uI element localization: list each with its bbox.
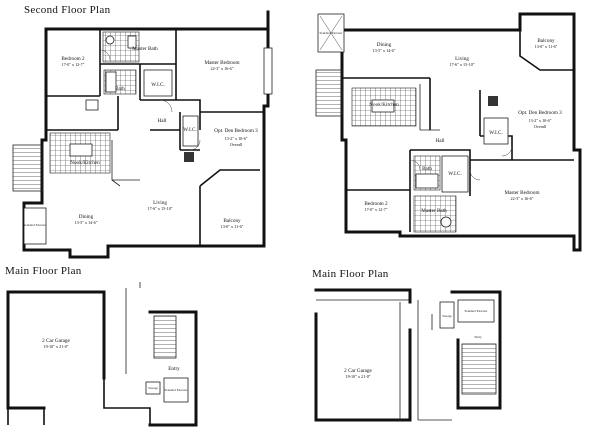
room-elevator-left: Standard Elevator	[24, 223, 48, 227]
room-balcony-right: Balcony	[537, 38, 555, 44]
room-living-left: Living	[153, 200, 167, 206]
room-balcony-left: Balcony	[223, 218, 241, 224]
room-elevator-right: Standard Elevator	[320, 31, 344, 35]
right-main-floor-plan: 2 Car Garage 19-10" x 21-0" Storage Stan…	[314, 288, 502, 422]
room-opt-den-right: Opt. Den Bedroom 3	[518, 110, 562, 116]
room-wic-right: W.I.C.	[489, 130, 503, 136]
room-entry-right: Entry	[474, 335, 481, 339]
dim-dining-right: 13-5" x 14-6"	[373, 48, 396, 53]
room-storage-right: Storage	[442, 314, 452, 318]
room-opt-den-left: Opt. Den Bedroom 3	[214, 128, 258, 134]
room-wic-left: W.I.C.	[151, 82, 165, 88]
room-living-right: Living	[455, 56, 469, 62]
left-second-floor-plan: Bedroom 2 17-0" x 12-7" Master Bath Mast…	[12, 10, 273, 259]
room-dining-left: Dining	[79, 214, 94, 220]
room-nook-kitchen-right: Nook/Kitchen	[369, 102, 399, 108]
room-bath-left: Bath	[115, 86, 125, 92]
room-storage-left: Storage	[148, 386, 158, 390]
dim-dining-left: 13-5" x 14-6"	[75, 220, 98, 225]
left-main-floor-plan: 2 Car Garage 19-10" x 21-0" Entry Storag…	[6, 282, 198, 427]
room-dining-right: Dining	[377, 42, 392, 48]
heading-main-floor-right: Main Floor Plan	[312, 268, 389, 280]
dim-opt-den-right: 13-2" x 10-6"	[529, 118, 552, 123]
dim-garage-right: 19-10" x 21-0"	[345, 374, 370, 379]
right-second-floor-plan: Dining 13-5" x 14-6" Living 17-6" x 15-1…	[315, 12, 582, 252]
heading-second-floor-left: Second Floor Plan	[24, 4, 111, 16]
dim-balcony-right: 13-0" x 11-6"	[535, 44, 558, 49]
room-wic2-right: W.I.C.	[448, 171, 462, 177]
room-master-bath-left: Master Bath	[132, 46, 158, 52]
room-master-bedroom-left: Master Bedroom	[204, 60, 239, 66]
room-entry-left: Entry	[168, 366, 180, 372]
dim-garage-left: 19-10" x 21-0"	[43, 344, 68, 349]
room-master-bedroom-right: Master Bedroom	[504, 190, 539, 196]
dim-master-bedroom-left: 22-3" x 16-6"	[211, 66, 234, 71]
room-garage-right: 2 Car Garage	[344, 368, 372, 374]
room-master-bath-right: Master Bath	[421, 208, 447, 214]
dim-balcony-left: 13-0" x 11-6"	[221, 224, 244, 229]
room-wic2-left: W.I.C.	[183, 127, 197, 133]
room-nook-kitchen-left: Nook/Kitchen	[70, 160, 100, 166]
room-garage-left: 2 Car Garage	[42, 338, 70, 344]
room-bath-right: Bath	[422, 166, 432, 172]
room-bedroom-2-right: Bedroom 2	[364, 201, 388, 207]
heading-main-floor-left: Main Floor Plan	[5, 265, 82, 277]
room-hall-right: Hall	[436, 138, 445, 144]
room-elevator-main-right: Standard Elevator	[465, 309, 489, 313]
room-bedroom-2-left: Bedroom 2	[61, 56, 85, 62]
dim-living-right: 17-6" x 15-10"	[449, 62, 474, 67]
dim-bedroom-2-right: 17-0" x 12-7"	[365, 207, 388, 212]
dim-opt-den-left: 13-2" x 10-6"	[225, 136, 248, 141]
dim-master-bedroom-right: 22-3" x 16-6"	[511, 196, 534, 201]
dim-opt-den-extra-left: Overall	[230, 142, 243, 147]
dim-living-left: 17-6" x 15-10"	[147, 206, 172, 211]
dim-opt-den-extra-right: Overall	[534, 124, 547, 129]
room-elevator-main-left: Standard Elevator	[165, 388, 189, 392]
dim-bedroom-2-left: 17-0" x 12-7"	[62, 62, 85, 67]
room-hall-left: Hall	[158, 118, 167, 124]
